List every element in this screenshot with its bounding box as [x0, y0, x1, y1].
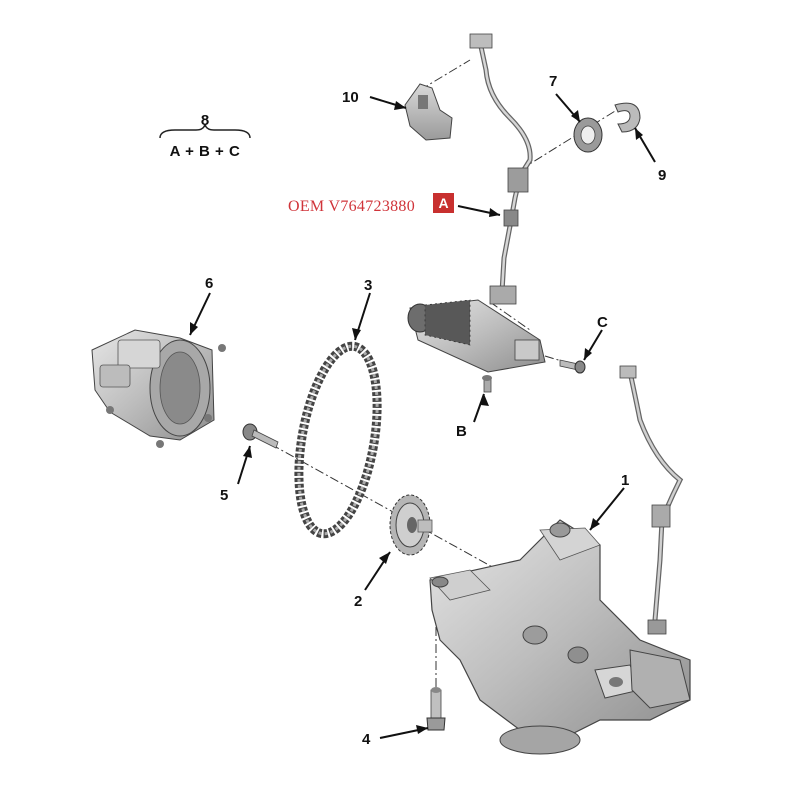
harness-part-1: [619, 365, 684, 635]
vacuum-pump-part-6: [91, 329, 226, 448]
legend-number: 8: [200, 112, 210, 129]
screw-part-B: [482, 375, 492, 393]
bolt-part-5: [242, 423, 279, 449]
callout-1: 1: [621, 472, 629, 489]
callout-6: 6: [205, 275, 213, 292]
solenoid-valve-part-A: [407, 299, 546, 373]
callout-3: 3: [364, 277, 372, 294]
wiring-harness-part-A: [469, 33, 533, 305]
oem-part-number: OEM V764723880: [288, 198, 416, 215]
oil-pump-body-part-1: [429, 519, 691, 755]
callout-4: 4: [362, 731, 371, 748]
callout-7: 7: [549, 73, 557, 90]
bracket-part-10: [404, 83, 453, 141]
timing-chain-part-3: [294, 341, 382, 539]
clip-part-9: [614, 102, 641, 133]
leader-arrowheads: [190, 101, 643, 734]
callout-5: 5: [220, 487, 228, 504]
sprocket-part-2: [389, 494, 433, 556]
seal-ring-part-7: [573, 117, 603, 153]
bolt-part-4: [426, 687, 446, 731]
callout-2: 2: [354, 593, 362, 610]
legend-formula: A + B + C: [169, 143, 241, 160]
callout-A-badge: A: [433, 193, 454, 213]
callout-10: 10: [342, 89, 359, 106]
callout-9: 9: [658, 167, 666, 184]
callout-C: C: [597, 314, 608, 331]
callout-B: B: [456, 423, 467, 440]
legend-brace: [159, 123, 251, 139]
bolt-part-C: [559, 359, 586, 374]
